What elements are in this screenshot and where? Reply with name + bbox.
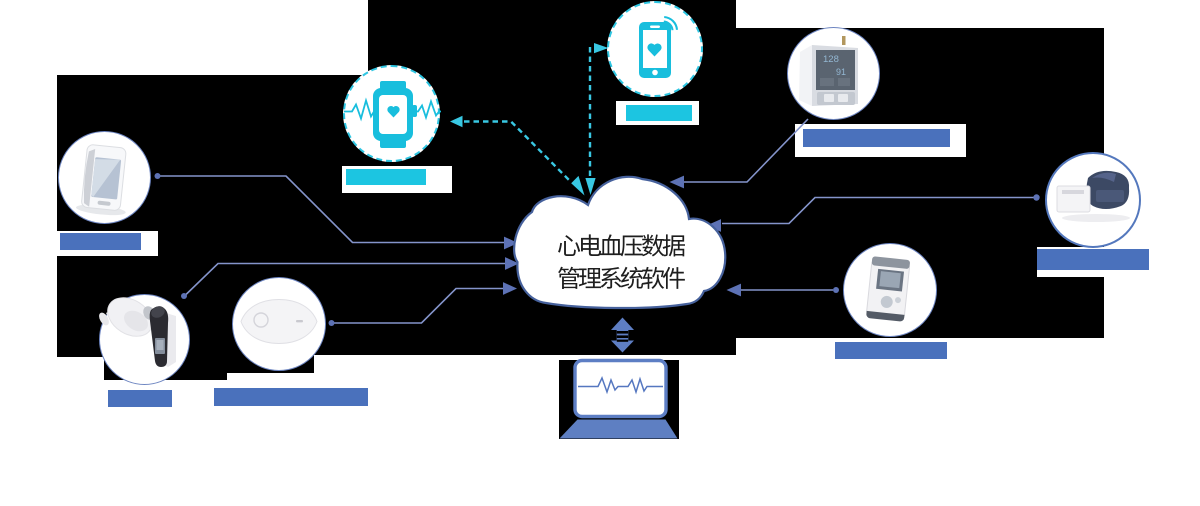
svg-text:91: 91 <box>836 67 846 77</box>
svg-text:128: 128 <box>823 54 839 65</box>
